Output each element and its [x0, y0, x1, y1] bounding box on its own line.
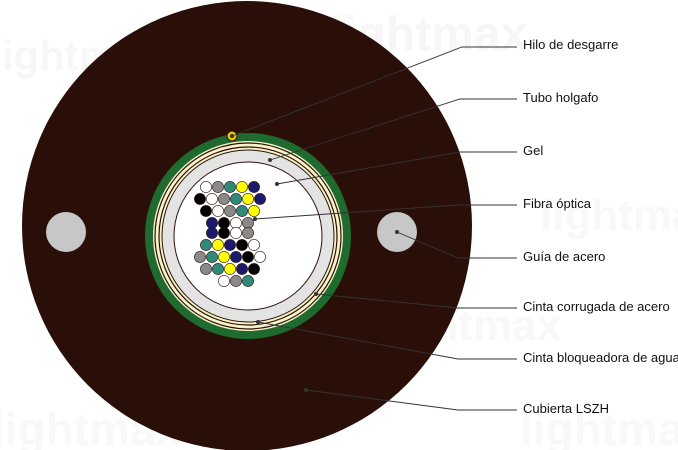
- fiber: [236, 181, 248, 193]
- fiber: [206, 193, 218, 205]
- leader-rip-cord: [231, 46, 517, 137]
- fiber-bundle: [194, 181, 266, 287]
- fiber: [218, 217, 230, 229]
- fiber: [206, 251, 218, 263]
- fiber: [206, 217, 218, 229]
- leader-dot: [275, 182, 279, 186]
- fiber: [200, 239, 212, 251]
- fiber: [194, 193, 206, 205]
- leader-dot: [268, 158, 272, 162]
- fiber: [248, 205, 260, 217]
- label-gel: Gel: [523, 143, 543, 158]
- leader-dot: [314, 292, 318, 296]
- leader-steel-tape: [315, 293, 517, 309]
- label-jacket: Cubierta LSZH: [523, 401, 609, 416]
- label-loose-tube: Tubo holgafo: [523, 90, 598, 105]
- fiber: [230, 193, 242, 205]
- fiber: [230, 251, 242, 263]
- steel-guide-left: [46, 212, 86, 252]
- fiber: [230, 227, 242, 239]
- fiber: [212, 181, 224, 193]
- fiber: [254, 251, 266, 263]
- fiber: [242, 217, 254, 229]
- fiber: [236, 239, 248, 251]
- label-steel-guide: Guía de acero: [523, 249, 605, 264]
- fiber: [224, 263, 236, 275]
- fiber: [212, 263, 224, 275]
- water-blocking-tape-line-inner: [158, 146, 338, 326]
- label-fiber: Fibra óptica: [523, 196, 592, 211]
- leader-gel: [276, 151, 517, 185]
- leader-dot: [395, 230, 399, 234]
- water-blocking-tape-line: [154, 142, 342, 330]
- watermark-text: lightmax: [540, 191, 678, 240]
- fiber: [206, 227, 218, 239]
- leader-loose-tube: [269, 98, 517, 161]
- label-rip-cord: Hilo de desgarre: [523, 37, 618, 52]
- fiber: [200, 263, 212, 275]
- fiber: [242, 193, 254, 205]
- fiber: [236, 205, 248, 217]
- fiber: [194, 251, 206, 263]
- leader-dot: [230, 134, 234, 138]
- label-steel-tape: Cinta corrugada de acero: [523, 299, 670, 314]
- fiber: [230, 275, 242, 287]
- fiber: [224, 239, 236, 251]
- fiber: [248, 263, 260, 275]
- fiber: [254, 193, 266, 205]
- leader-lines: [230, 46, 517, 411]
- fiber: [224, 181, 236, 193]
- fiber: [248, 239, 260, 251]
- leader-water-blocking-tape: [257, 321, 517, 360]
- leader-dot: [304, 388, 308, 392]
- fiber: [236, 263, 248, 275]
- fiber: [218, 251, 230, 263]
- fiber: [212, 239, 224, 251]
- fiber: [230, 217, 242, 229]
- fiber: [200, 181, 212, 193]
- fiber: [218, 193, 230, 205]
- fiber: [242, 275, 254, 287]
- fiber: [200, 205, 212, 217]
- leader-jacket: [305, 389, 517, 411]
- leader-steel-guide: [396, 231, 517, 259]
- fiber: [224, 205, 236, 217]
- fiber: [218, 227, 230, 239]
- fiber: [218, 275, 230, 287]
- fiber: [242, 227, 254, 239]
- fiber: [212, 205, 224, 217]
- watermark-text: lightmax: [520, 403, 678, 450]
- fiber: [248, 181, 260, 193]
- leader-fiber: [254, 204, 517, 220]
- label-group: Hilo de desgarre Tubo holgafo Gel Fibra …: [523, 37, 678, 416]
- fiber: [242, 251, 254, 263]
- label-water-blocking-tape: Cinta bloqueadora de agua: [523, 350, 678, 365]
- leader-dot: [256, 320, 260, 324]
- leader-dot: [253, 217, 257, 221]
